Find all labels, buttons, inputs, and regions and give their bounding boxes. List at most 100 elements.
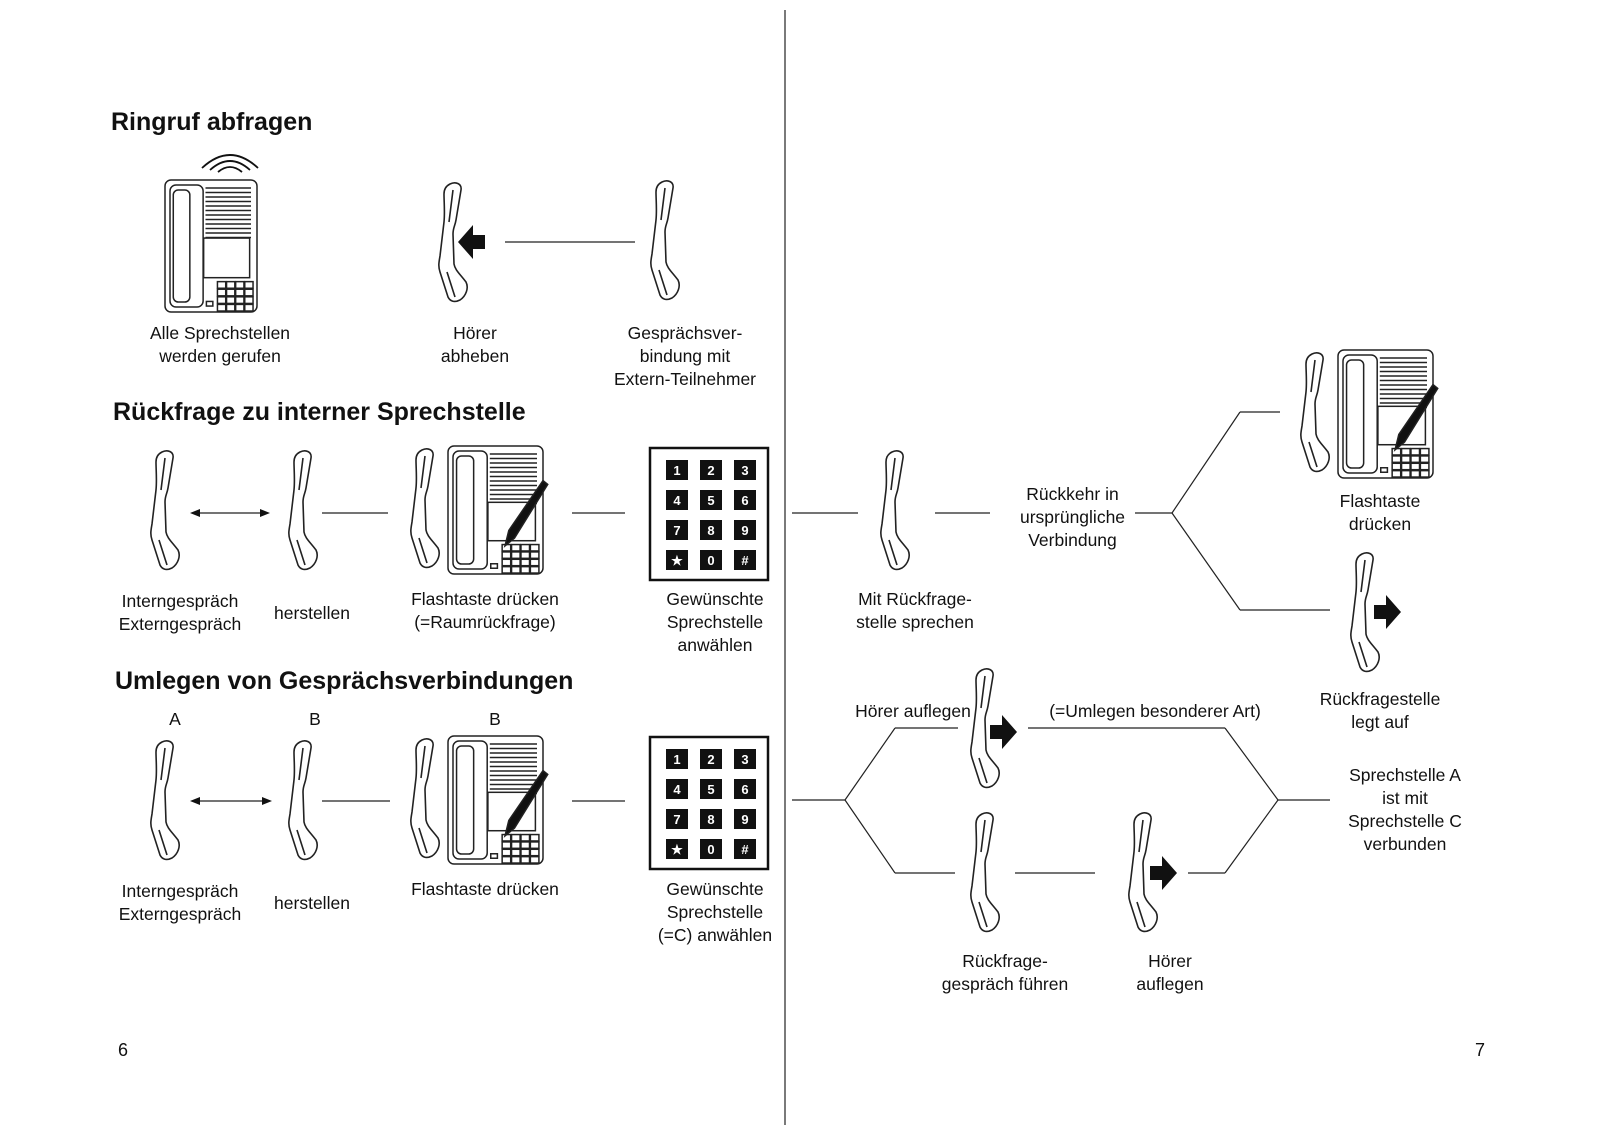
caption-external-connection: Gesprächsver- bindung mit Extern-Teilneh… bbox=[614, 323, 756, 389]
ring-wave-icon bbox=[209, 160, 251, 171]
flash-phone-right-icon bbox=[1337, 349, 1439, 479]
keypad-key bbox=[734, 839, 756, 859]
caption-flash-press: Flashtaste drücken bbox=[1339, 491, 1421, 534]
keypad-key bbox=[700, 460, 722, 480]
keypad-key bbox=[734, 550, 756, 570]
flash-phone-icon bbox=[447, 445, 549, 575]
keypad-key-label: 9 bbox=[741, 812, 748, 827]
flash-phone-icon-handset bbox=[410, 448, 440, 569]
ring-wave-icon bbox=[201, 154, 259, 169]
hang-up-arrow-icon bbox=[1374, 595, 1401, 629]
caption-flash: Flashtaste drücken bbox=[411, 879, 559, 899]
lift-arrow-icon bbox=[458, 225, 485, 259]
caption-result: Sprechstelle A ist mit Sprechstelle C ve… bbox=[1348, 765, 1462, 854]
keypad-key bbox=[734, 520, 756, 540]
handset-connected-icon bbox=[650, 180, 680, 301]
keypad-key bbox=[700, 809, 722, 829]
handset-lift-icon bbox=[438, 182, 468, 303]
keypad-key-label: 8 bbox=[707, 812, 714, 827]
connector-line bbox=[1171, 512, 1241, 611]
page-number-right: 7 bbox=[1475, 1040, 1486, 1060]
caption-hang-up-top: Hörer auflegen bbox=[855, 701, 971, 721]
caption-dial-station: Gewünschte Sprechstelle anwählen bbox=[666, 589, 764, 655]
keypad-key bbox=[700, 490, 722, 510]
keypad-key-label: 7 bbox=[673, 812, 680, 827]
caption-establish-2: herstellen bbox=[274, 893, 350, 913]
connector-line bbox=[844, 799, 896, 874]
keypad-key bbox=[700, 839, 722, 859]
keypad-key bbox=[666, 520, 688, 540]
keypad-key bbox=[734, 490, 756, 510]
keypad-key-label: 2 bbox=[707, 463, 714, 478]
caption-establish: herstellen bbox=[274, 603, 350, 623]
keypad-key-label: 1 bbox=[673, 463, 680, 478]
caption-return-original: Rückkehr in ursprüngliche Verbindung bbox=[1019, 484, 1126, 550]
handset-hangs-up-icon bbox=[1350, 552, 1380, 673]
section-title-umlegen: Umlegen von Gesprächsverbindungen bbox=[115, 667, 574, 695]
handset-consult-call-icon bbox=[970, 812, 1000, 933]
flash-phone-right-icon-handset bbox=[1300, 352, 1330, 473]
keypad-key-label: 8 bbox=[707, 523, 714, 538]
arrowhead-right-icon bbox=[262, 797, 272, 805]
caption-consult-hangs-up: Rückfragestelle legt auf bbox=[1319, 689, 1441, 732]
handset-b-icon bbox=[288, 450, 318, 571]
handset-a-icon bbox=[150, 450, 180, 571]
keypad-key-label: 4 bbox=[673, 493, 681, 508]
caption-call-types-2: Interngespräch Externgespräch bbox=[118, 881, 242, 924]
arrowhead-right-icon bbox=[260, 509, 270, 517]
keypad-key-label: 3 bbox=[741, 752, 748, 767]
keypad-key bbox=[734, 749, 756, 769]
handset-a-icon bbox=[150, 740, 180, 861]
keypad-key-label: 1 bbox=[673, 752, 680, 767]
caption-all-stations: Alle Sprechstellen werden gerufen bbox=[149, 323, 291, 366]
hang-up-arrow-icon bbox=[1150, 856, 1177, 890]
keypad-key-label: # bbox=[741, 553, 749, 568]
keypad-key bbox=[734, 779, 756, 799]
ringing-desk-phone-icon bbox=[164, 179, 258, 313]
page-number-left: 6 bbox=[118, 1040, 129, 1060]
keypad-key-label: 3 bbox=[741, 463, 748, 478]
keypad-key bbox=[666, 839, 688, 859]
handset-consult-icon bbox=[880, 450, 910, 571]
caption-consult-call: Rückfrage- gespräch führen bbox=[941, 951, 1069, 994]
keypad-key bbox=[666, 460, 688, 480]
hang-up-arrow-icon bbox=[990, 715, 1017, 749]
keypad-key bbox=[666, 550, 688, 570]
caption-consult-speak: Mit Rückfrage- stelle sprechen bbox=[856, 589, 974, 632]
label-phone-b: B bbox=[309, 709, 321, 729]
keypad-key bbox=[700, 550, 722, 570]
handset-b-icon bbox=[288, 740, 318, 861]
keypad-key bbox=[666, 779, 688, 799]
keypad-key-label: 9 bbox=[741, 523, 748, 538]
keypad-key bbox=[666, 490, 688, 510]
keypad-key-label: ★ bbox=[671, 553, 683, 568]
arrowhead-left-icon bbox=[190, 509, 200, 517]
keypad-key-label: 4 bbox=[673, 782, 681, 797]
handset-hang-up-bottom-icon bbox=[1128, 812, 1158, 933]
keypad-key bbox=[700, 520, 722, 540]
flash-phone-icon bbox=[447, 735, 549, 865]
connector-line bbox=[1224, 799, 1279, 874]
caption-special-transfer: (=Umlegen besonderer Art) bbox=[1049, 701, 1261, 721]
caption-call-types: Interngespräch Externgespräch bbox=[118, 591, 242, 634]
keypad-key bbox=[734, 460, 756, 480]
keypad-key-label: 5 bbox=[707, 493, 714, 508]
keypad-key bbox=[734, 809, 756, 829]
caption-hang-up-bottom: Hörer auflegen bbox=[1136, 951, 1204, 994]
keypad-key-label: 0 bbox=[707, 553, 714, 568]
connector-line bbox=[1224, 727, 1279, 801]
flash-phone-icon-handset bbox=[410, 738, 440, 859]
caption-dial-station-c: Gewünschte Sprechstelle (=C) anwählen bbox=[657, 879, 773, 945]
keypad-key bbox=[700, 749, 722, 769]
section-title-rueckfrage: Rückfrage zu interner Sprechstelle bbox=[113, 398, 526, 426]
label-phone-b2: B bbox=[489, 709, 501, 729]
keypad-key-label: 5 bbox=[707, 782, 714, 797]
keypad-key-label: ★ bbox=[671, 842, 683, 857]
connector-line bbox=[844, 727, 896, 801]
keypad-key-label: # bbox=[741, 842, 749, 857]
keypad-key bbox=[700, 779, 722, 799]
